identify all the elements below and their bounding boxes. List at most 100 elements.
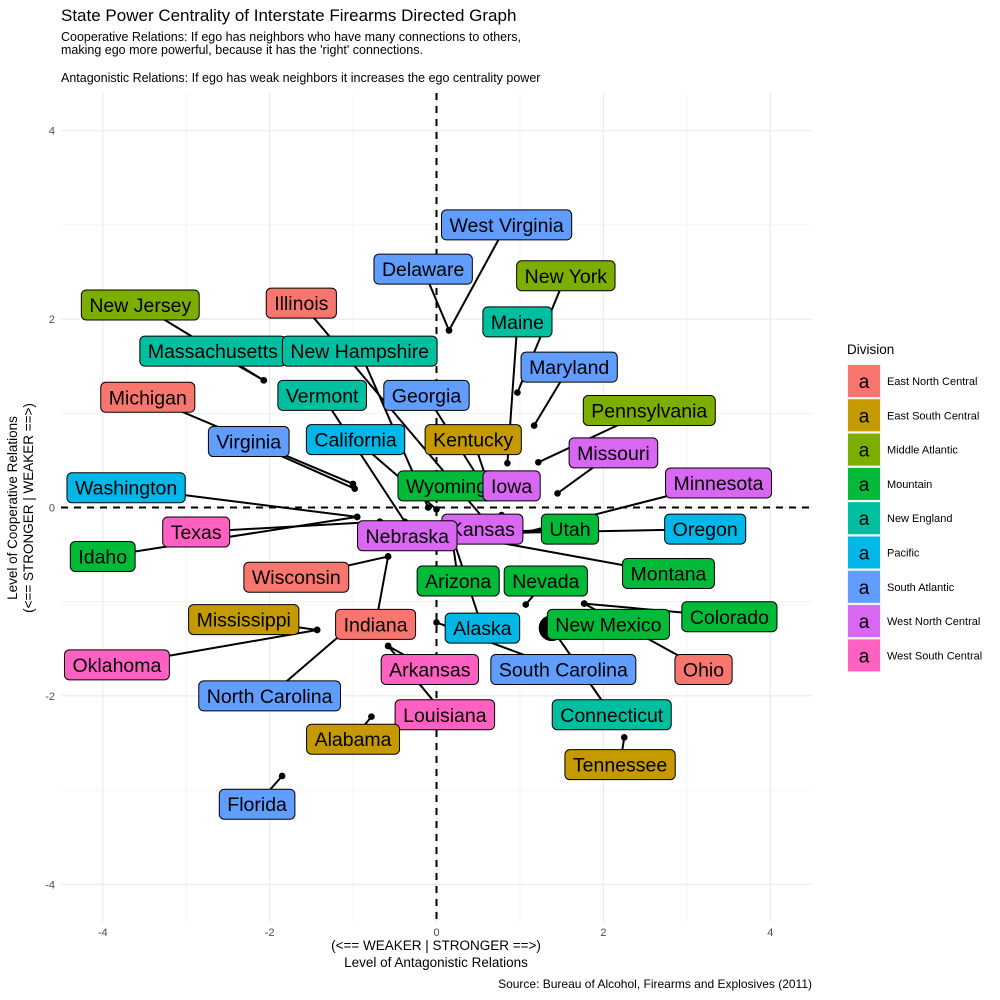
state-label-box — [516, 260, 616, 292]
x-tick-label: 2 — [600, 927, 606, 939]
state-label-box — [681, 601, 778, 633]
legend-label: South Atlantic — [887, 582, 955, 594]
state-label-text: New York — [525, 266, 608, 288]
state-label-text: New Hampshire — [290, 341, 429, 363]
state-label: Minnesota — [665, 467, 773, 499]
data-point — [620, 734, 628, 741]
legend-label: East North Central — [887, 376, 977, 388]
state-label-text: Washington — [75, 478, 177, 500]
state-label-text: Vermont — [286, 385, 359, 407]
data-point — [580, 600, 588, 607]
legend-key-glyph: a — [859, 372, 870, 393]
state-label-box — [63, 649, 170, 681]
state-label: New Jersey — [80, 289, 200, 321]
state-label: Delaware — [373, 253, 473, 285]
legend-key-glyph: a — [859, 406, 870, 427]
y-tick-label: -2 — [45, 691, 55, 703]
state-label-box — [380, 654, 479, 686]
legend-label: New England — [887, 513, 952, 525]
data-point — [522, 601, 530, 608]
state-label-box — [482, 306, 553, 338]
state-label: New Mexico — [546, 608, 670, 640]
state-label-box — [373, 253, 473, 285]
state-label: Mississippi — [188, 604, 300, 636]
state-label-text: Alaska — [453, 618, 512, 640]
state-label-text: Arkansas — [389, 660, 471, 682]
state-label-box — [540, 513, 600, 545]
state-label-text: Colorado — [690, 607, 769, 629]
state-label-text: Nevada — [512, 571, 579, 593]
data-point — [514, 389, 521, 396]
state-label: Wisconsin — [243, 561, 350, 593]
legend-key-glyph: a — [859, 509, 870, 530]
legend-item: a East North Central — [847, 364, 977, 398]
state-label: Illinois — [265, 287, 337, 319]
state-label-box — [277, 379, 367, 411]
state-label: Kentucky — [424, 424, 522, 456]
state-label-text: Montana — [631, 563, 707, 585]
state-label-text: West Virginia — [450, 215, 564, 237]
state-label-box — [568, 437, 659, 469]
legend-item: a New England — [847, 501, 952, 536]
state-label-box — [503, 565, 588, 597]
state-label: Tennessee — [564, 749, 676, 781]
state-label: Georgia — [383, 379, 470, 411]
legend-key-glyph: a — [859, 544, 870, 565]
state-label: Ohio — [674, 654, 733, 686]
label-segment — [321, 394, 406, 523]
state-label: Iowa — [482, 470, 541, 502]
chart-subtitle-line-4: Antagonistic Relations: If ego has weak … — [61, 71, 540, 85]
data-point — [368, 713, 375, 720]
state-label-text: Mississippi — [197, 610, 291, 632]
data-point — [554, 490, 561, 497]
state-label-text: Kentucky — [433, 430, 513, 452]
data-point — [424, 504, 432, 511]
state-label-text: North Carolina — [207, 686, 333, 708]
state-label: Vermont — [277, 379, 367, 411]
state-label-text: Illinois — [274, 293, 328, 315]
reference-lines — [61, 93, 812, 922]
state-label: Indiana — [335, 608, 417, 640]
state-label-box — [243, 561, 350, 593]
legend-label: West North Central — [887, 616, 980, 628]
state-label-text: Nebraska — [366, 526, 450, 548]
state-label-box — [100, 381, 196, 413]
data-point — [433, 506, 440, 513]
y-tick-label: 2 — [49, 314, 55, 326]
y-tick-label: 4 — [49, 126, 55, 138]
state-label: Colorado — [681, 601, 778, 633]
state-label: Oklahoma — [63, 649, 170, 681]
legend-key — [848, 639, 880, 672]
state-label-text: Florida — [227, 794, 287, 816]
state-label-text: Oklahoma — [72, 655, 161, 677]
state-label-text: Texas — [171, 522, 222, 544]
state-label-box — [80, 289, 200, 321]
state-label: New York — [516, 260, 616, 292]
state-label-text: Michigan — [109, 387, 187, 409]
state-label-text: Oregon — [673, 519, 738, 541]
legend-key — [848, 605, 880, 638]
state-label-text: Maine — [491, 312, 544, 334]
state-label-box — [444, 612, 521, 644]
state-label-box — [674, 654, 733, 686]
state-label: Nevada — [503, 565, 588, 597]
legend-key — [848, 365, 880, 397]
state-label: Massachusetts — [139, 335, 287, 367]
state-label: Alaska — [444, 612, 521, 644]
legend-key-glyph: a — [859, 475, 870, 496]
state-label-text: Louisiana — [403, 705, 487, 727]
data-point — [445, 327, 453, 334]
state-label-box — [357, 520, 458, 552]
state-label-box — [69, 540, 136, 572]
state-label-box — [383, 379, 470, 411]
state-label-box — [520, 351, 618, 383]
state-label-box — [162, 516, 231, 548]
legend-key — [848, 536, 880, 569]
state-label: Maryland — [520, 351, 618, 383]
state-label-text: Wyoming — [406, 476, 487, 498]
data-point — [353, 513, 361, 521]
